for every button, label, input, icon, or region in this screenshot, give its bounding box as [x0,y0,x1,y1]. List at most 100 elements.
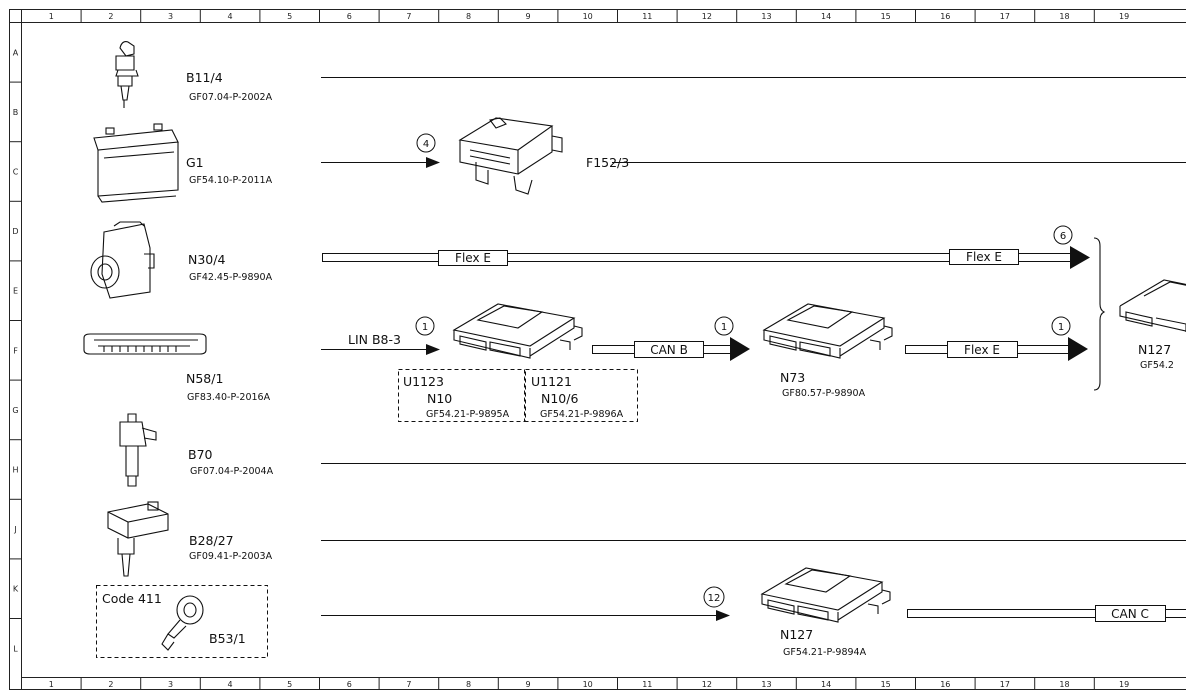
column-number: 4 [228,12,233,21]
module-n127-right-icon [1119,279,1186,332]
outer-frame [9,9,1186,690]
marker-4: 4 [416,133,436,153]
n58-1-label: N58/1 [186,371,223,386]
g1-ref: GF54.10-P-2011A [189,175,273,186]
lin-b8-3-label: LIN B8-3 [348,332,401,347]
b70-label: B70 [188,447,213,462]
flex-e-label-box-1 [438,250,508,266]
row-letter: A [13,48,19,57]
marker-12-text: 12 [708,593,721,604]
can-b-label: CAN B [650,343,688,357]
column-number: 15 [881,12,891,21]
b70-ref: GF07.04-P-2004A [190,466,274,477]
column-number: 4 [228,680,233,689]
row-letter: H [12,466,18,475]
row-letter: F [13,346,18,355]
marker-6-text: 6 [1060,231,1066,242]
can-c-label-box [1095,605,1166,622]
fuse-box-f152-3-icon [458,117,563,195]
column-number: 8 [466,680,471,689]
marker-1-can-b-text: 1 [721,322,727,333]
g1-label: G1 [186,155,204,170]
can-b-label-box [634,341,704,358]
inner-frame [21,22,1186,678]
column-number: 11 [642,12,652,21]
column-number: 5 [287,680,292,689]
n58-1-ref: GF83.40-P-2016A [187,392,271,403]
column-number: 12 [702,680,712,689]
column-number: 10 [583,680,593,689]
marker-12: 12 [703,586,725,608]
column-number: 11 [642,680,652,689]
flex-e-label-box-2 [949,249,1019,265]
marker-4-text: 4 [423,139,429,150]
esp-unit-n30-4-icon [90,221,155,299]
camera-b53-1-icon [161,595,204,651]
row-letter: J [13,525,16,534]
bus-can-c [907,609,1186,618]
flex-e-label-1: Flex E [455,251,491,265]
n73-ref: GF80.57-P-9890A [782,388,866,399]
column-number: 6 [347,680,352,689]
marker-1-flex-e-text: 1 [1058,322,1064,333]
n10-6-label: N10/6 [541,391,578,406]
sensor-b28-27-icon [107,501,169,577]
row-letter: B [13,108,19,117]
column-number: 9 [526,12,531,21]
b28-27-ref: GF09.41-P-2003A [189,551,273,562]
flex-e-label-2: Flex E [966,250,1002,264]
sensor-b11-4-icon [115,41,139,108]
flex-e-label-box-3 [947,341,1018,358]
column-number: 13 [761,12,771,21]
column-number: 7 [406,680,411,689]
b11-4-label: B11/4 [186,70,223,85]
n10-ref: GF54.21-P-9895A [426,409,510,420]
column-number: 17 [1000,680,1010,689]
can-c-label: CAN C [1111,607,1149,621]
n10-6-ref: GF54.21-P-9896A [540,409,624,420]
column-number: 13 [761,680,771,689]
column-number: 2 [108,12,113,21]
u1121-label: U1121 [531,374,572,389]
column-number: 10 [583,12,593,21]
code-411-label: Code 411 [102,591,162,606]
n127-right-ref: GF54.2 [1140,360,1174,371]
marker-1-can-b: 1 [714,316,734,336]
u1123-label: U1123 [403,374,444,389]
arrow-flex-e-top-icon [1070,246,1090,269]
column-number: 18 [1059,680,1069,689]
column-number: 16 [940,12,950,21]
n10-label: N10 [427,391,452,406]
arrow-flex-e-mid-icon [1068,337,1088,361]
marker-1-flex-e: 1 [1051,316,1071,336]
arrow-b53-1-icon [716,610,730,621]
n127-bottom-ref: GF54.21-P-9894A [783,647,867,658]
f152-3-label: F152/3 [586,155,629,170]
row-letter: D [12,227,18,236]
row-letter: E [13,287,18,296]
marker-6: 6 [1053,225,1073,245]
code-411-box [96,585,268,658]
b28-27-label: B28/27 [189,533,234,548]
u1123-box [398,369,525,422]
column-number: 3 [168,12,173,21]
column-number: 2 [108,680,113,689]
column-number: 6 [347,12,352,21]
column-number: 17 [1000,12,1010,21]
arrow-g1-icon [426,157,440,168]
b53-1-label: B53/1 [209,631,246,646]
column-number: 16 [940,680,950,689]
n127-right-label: N127 [1138,342,1171,357]
marker-1-lin: 1 [415,316,435,336]
column-number: 14 [821,680,831,689]
row-letter: K [13,585,19,594]
column-number: 1 [49,12,54,21]
column-number: 5 [287,12,292,21]
column-number: 15 [881,680,891,689]
module-n127-bottom-icon [760,567,891,623]
column-number: 19 [1119,12,1129,21]
n73-label: N73 [780,370,805,385]
arrow-can-b-icon [730,337,750,361]
